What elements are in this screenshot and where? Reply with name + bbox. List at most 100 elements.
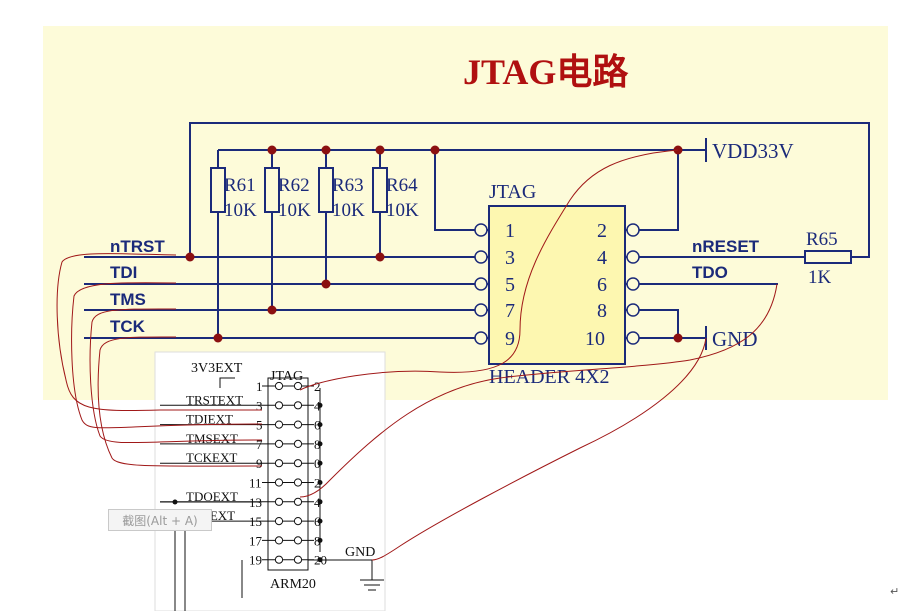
signal-nreset: nRESET	[692, 237, 760, 256]
arm-pin-rows: 1234TRSTEXT56TDIEXT78TMSEXT90TCKEXT11213…	[160, 379, 327, 568]
header-right-pin-number: 4	[597, 247, 607, 269]
resistor-r62-value: 10K	[278, 200, 311, 221]
resistor-r61-value: 10K	[224, 200, 257, 221]
arm-odd-pin-number: 17	[249, 533, 263, 548]
arm-pin-even-circle	[293, 439, 303, 448]
arm-gnd-junction	[317, 480, 323, 485]
header-left-pin-number: 7	[505, 300, 515, 322]
arm-even-pin-number: 0	[314, 456, 321, 471]
arm-top-label: JTAG	[270, 369, 303, 384]
resistor-r65: R65 1K	[804, 229, 852, 288]
arm-odd-pin-number: 1	[256, 379, 263, 394]
arm-even-pin-number: 4	[314, 398, 321, 413]
jtag-header-body	[488, 205, 626, 365]
arm-pin-even-circle	[293, 401, 303, 410]
arm-pin-signal-label: TRSTEXT	[186, 392, 243, 407]
page-title: JTAG电路	[463, 52, 629, 92]
jtag-header-label: JTAG	[489, 181, 536, 203]
wire-group	[84, 122, 870, 350]
header-left-pin-circle	[474, 303, 488, 317]
header-right-pin-circle	[626, 250, 640, 264]
header-left-pin-circle	[474, 250, 488, 264]
resistor-r61-name: R61	[224, 175, 256, 196]
signal-label-left: TMS	[110, 290, 146, 309]
header-right-pin-circle	[626, 303, 640, 317]
arm-pin-odd-circle	[274, 401, 284, 410]
arm-pin-even-circle	[293, 517, 303, 526]
resistor-r64-value: 10K	[386, 200, 419, 221]
header-right-pin-number: 6	[597, 274, 607, 296]
gnd-label: GND	[712, 327, 758, 351]
header-right-pin-circle	[626, 277, 640, 291]
arm-even-pin-number: 2	[314, 379, 321, 394]
arm-even-pin-number: 20	[314, 553, 327, 568]
arm-gnd-junction	[317, 402, 323, 408]
arm-even-pin-number: 6	[314, 514, 321, 529]
arm-odd-pin-number: 19	[249, 553, 262, 568]
arm-pin-signal-label: TCKEXT	[186, 450, 237, 465]
arm-pin-signal-label: TDOEXT	[186, 489, 238, 504]
arm-even-pin-number: 4	[314, 495, 321, 510]
paragraph-mark: ↵	[890, 585, 900, 598]
arm-gnd-junction	[317, 460, 323, 466]
arm20-connector	[160, 377, 384, 611]
resistor-r64-name: R64	[386, 175, 418, 196]
arm-pin-even-circle	[293, 497, 303, 506]
junction-dots	[185, 145, 683, 343]
signal-label-left: nTRST	[110, 237, 165, 256]
vdd-label: VDD33V	[712, 139, 794, 163]
header-left-pin-circle	[474, 223, 488, 237]
header-right-pin-circle	[626, 331, 640, 345]
resistor-r63: R63 10K	[318, 167, 365, 221]
arm-gnd-junction	[317, 499, 323, 505]
resistor-r62: R62 10K	[264, 167, 311, 221]
arm-gnd-junction	[317, 441, 323, 447]
header-right-pin-number: 8	[597, 300, 607, 322]
header-right-pin-number: 2	[597, 220, 607, 242]
arm-pin-odd-circle	[274, 536, 284, 545]
resistor-r63-name: R63	[332, 175, 364, 196]
header-left-pin-number: 9	[505, 328, 515, 350]
resistor-r61: R61 10K	[210, 167, 257, 221]
arm-tdo-junction	[172, 499, 178, 505]
header-left-pin-circle	[474, 277, 488, 291]
arm-pin-signal-label: TMSEXT	[186, 431, 238, 446]
arm-gnd-junction	[317, 518, 323, 524]
arm-pin-odd-circle	[274, 459, 284, 468]
arm-even-pin-number: 8	[314, 437, 321, 452]
jtag-header-footer: HEADER 4X2	[489, 366, 610, 388]
arm-odd-pin-number: 11	[249, 476, 262, 491]
arm-pin-odd-circle	[274, 517, 284, 526]
arm-even-pin-number: 2	[314, 476, 321, 491]
arm-gnd-junction	[317, 422, 323, 428]
arm-pin-even-circle	[293, 536, 303, 545]
signal-label-left: TDI	[110, 263, 137, 282]
arm-gnd-junction	[317, 557, 323, 563]
arm-pin-even-circle	[293, 420, 303, 429]
resistor-r63-value: 10K	[332, 200, 365, 221]
arm-supply-label: 3V3EXT	[191, 361, 243, 376]
arm-even-pin-number: 6	[314, 418, 321, 433]
screenshot-tooltip: 截图(Alt + A)	[108, 509, 212, 531]
arm-pin-odd-circle	[274, 420, 284, 429]
header-left-pin-number: 5	[505, 274, 515, 296]
resistor-r64: R64 10K	[372, 167, 419, 221]
signal-tdo: TDO	[692, 263, 728, 282]
pen-annotation-strokes	[56, 149, 778, 561]
resistor-r65-value: 1K	[808, 267, 832, 288]
arm-pin-odd-circle	[274, 555, 284, 564]
arm-even-pin-number: 8	[314, 533, 321, 548]
arm-pin-odd-circle	[274, 497, 284, 506]
arm-pin-odd-circle	[274, 478, 284, 487]
arm-pin-even-circle	[293, 459, 303, 468]
arm-gnd-label: GND	[345, 545, 375, 560]
arm-pin-even-circle	[293, 555, 303, 564]
arm-pin-even-circle	[293, 381, 303, 391]
arm-pin-signal-label: TDIEXT	[186, 412, 233, 427]
arm-pin-odd-circle	[274, 439, 284, 448]
